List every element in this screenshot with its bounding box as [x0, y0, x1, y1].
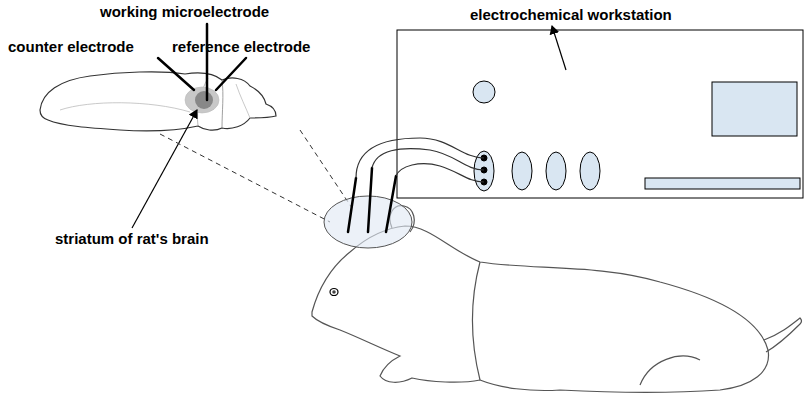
pointer-arrow — [552, 26, 566, 70]
label-text: reference electrode — [172, 38, 310, 56]
label-text: working microelectrode — [100, 3, 269, 21]
label-text: striatum of rat's brain — [55, 230, 209, 248]
zoom-lines — [160, 130, 352, 222]
rat-electrodes — [348, 168, 396, 232]
pointer-arrow — [132, 110, 197, 228]
electrode-leads — [158, 24, 246, 100]
label-text: electrochemical workstation — [470, 6, 672, 24]
label-text: counter electrode — [8, 38, 134, 56]
workstation — [397, 30, 803, 198]
brain-section — [40, 72, 276, 131]
wires — [356, 138, 484, 182]
